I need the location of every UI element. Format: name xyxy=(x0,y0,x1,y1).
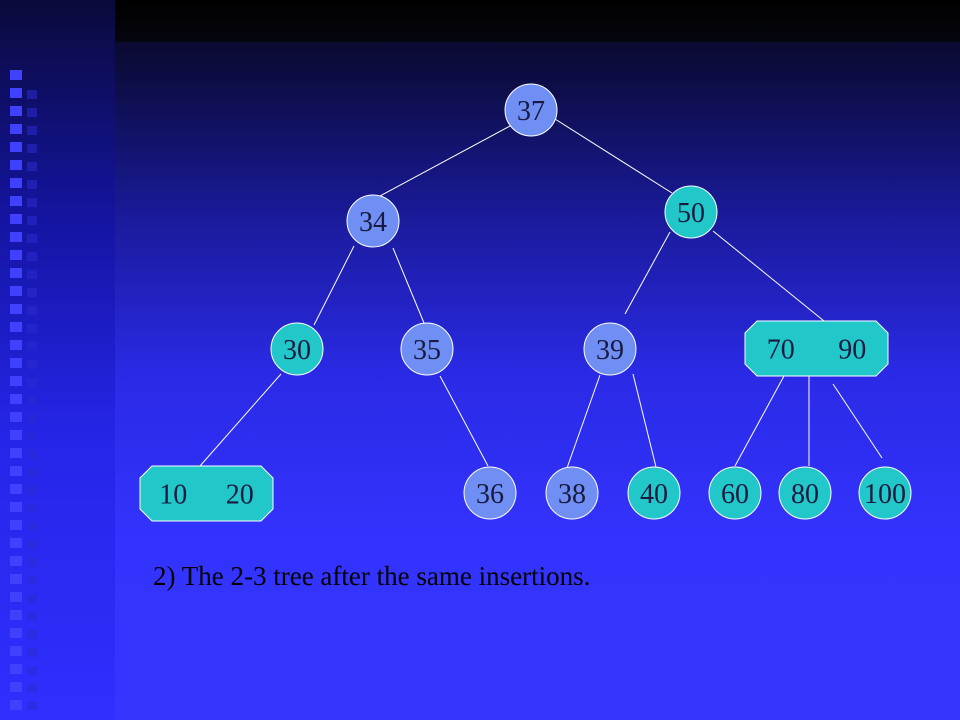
tree-node-60: 60 xyxy=(708,466,762,520)
node-circle xyxy=(627,466,681,520)
node-key: 50 xyxy=(677,198,705,229)
tree-edge-35-36 xyxy=(439,375,489,467)
node-octagon xyxy=(139,465,274,522)
node-circle xyxy=(463,466,517,520)
tree-edge-34-35 xyxy=(392,247,425,324)
tree-nodes: 37 34 50 30 35 39 70 90 10 20 36 38 40 60 80 100 xyxy=(139,83,912,522)
tree-edge-7090-100 xyxy=(832,383,883,459)
tree-edge-50-39 xyxy=(624,231,671,315)
node-circle xyxy=(270,322,324,376)
tree-edge-30-1020 xyxy=(199,373,282,467)
tree-node-50: 50 xyxy=(664,185,718,239)
left-bar-squares-secondary xyxy=(27,90,37,710)
node-key-2: 90 xyxy=(838,335,866,366)
node-key: 35 xyxy=(413,335,441,366)
tree-node-70-90: 70 90 xyxy=(744,320,889,377)
top-band xyxy=(115,0,960,42)
node-circle xyxy=(778,466,832,520)
tree-node-80: 80 xyxy=(778,466,832,520)
node-key-2: 20 xyxy=(226,480,254,511)
node-key: 30 xyxy=(283,335,311,366)
node-octagon xyxy=(744,320,889,377)
node-key: 100 xyxy=(864,479,906,510)
tree-node-35: 35 xyxy=(400,322,454,376)
tree-node-30: 30 xyxy=(270,322,324,376)
tree-edge-50-7090 xyxy=(712,230,825,322)
node-key: 36 xyxy=(476,479,504,510)
tree-edge-34-30 xyxy=(313,245,355,326)
tree-node-100: 100 xyxy=(858,466,912,520)
node-circle xyxy=(664,185,718,239)
node-circle xyxy=(708,466,762,520)
tree-edge-37-34 xyxy=(379,125,511,197)
tree-node-38: 38 xyxy=(545,466,599,520)
node-circle xyxy=(583,322,637,376)
left-bar-squares xyxy=(10,70,22,710)
node-key: 40 xyxy=(640,479,668,510)
node-key: 34 xyxy=(359,207,387,238)
node-circle xyxy=(400,322,454,376)
node-circle xyxy=(346,194,400,248)
left-decorative-bar xyxy=(0,0,115,720)
node-key-1: 10 xyxy=(159,480,187,511)
tree-node-36: 36 xyxy=(463,466,517,520)
node-circle xyxy=(858,466,912,520)
tree-edges xyxy=(199,118,883,469)
node-key: 80 xyxy=(791,479,819,510)
node-key: 60 xyxy=(721,479,749,510)
node-circle xyxy=(545,466,599,520)
tree-node-39: 39 xyxy=(583,322,637,376)
diagram-caption: 2) The 2-3 tree after the same insertion… xyxy=(153,561,591,591)
tree-edge-7090-60 xyxy=(734,375,785,467)
node-key: 39 xyxy=(596,335,624,366)
tree-node-40: 40 xyxy=(627,466,681,520)
node-key: 38 xyxy=(558,479,586,510)
tree-edge-37-50 xyxy=(554,118,673,194)
tree-node-34: 34 xyxy=(346,194,400,248)
tree-node-10-20: 10 20 xyxy=(139,465,274,522)
tree-edge-39-40 xyxy=(632,373,657,468)
node-circle xyxy=(504,83,558,137)
tree-edge-39-38 xyxy=(566,374,601,469)
node-key-1: 70 xyxy=(767,335,795,366)
tree-node-37: 37 xyxy=(504,83,558,137)
node-key: 37 xyxy=(517,96,545,127)
